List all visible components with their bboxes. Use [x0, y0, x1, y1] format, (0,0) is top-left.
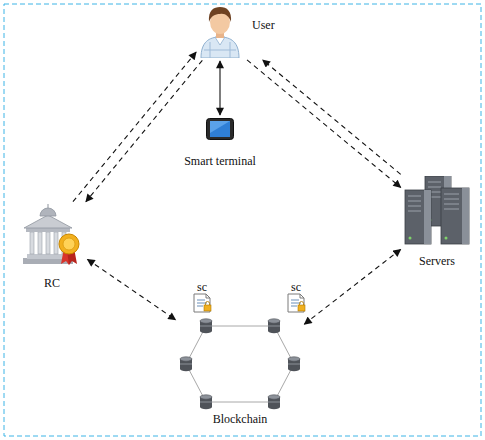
connector-arrow	[247, 60, 401, 187]
node-label: Servers	[419, 254, 455, 268]
contract-label: sc	[291, 280, 301, 294]
contract-document-icon	[288, 294, 305, 312]
frame-border	[4, 4, 481, 436]
blockchain-node: Blockchain	[178, 318, 302, 426]
user-node: User	[198, 4, 275, 58]
authority-node: RC	[19, 204, 85, 290]
node-label: Blockchain	[213, 412, 268, 426]
tablet-icon	[206, 118, 234, 140]
node-label: Smart terminal	[184, 154, 256, 168]
connector-arrow	[304, 249, 400, 324]
connector-arrow	[219, 61, 220, 115]
connector-arrow	[87, 259, 175, 319]
server-node: Servers	[403, 176, 471, 268]
rc-icon	[19, 204, 85, 266]
connector-arrow	[263, 60, 401, 174]
node-label: User	[252, 18, 275, 32]
connector-arrow	[86, 60, 202, 201]
node-label: RC	[44, 276, 60, 290]
connector-arrow	[73, 52, 196, 202]
terminal-node: Smart terminal	[184, 118, 256, 168]
contract-label: sc	[197, 280, 207, 294]
user-icon	[198, 4, 242, 58]
servers-icon	[403, 176, 471, 246]
contract-document-icon	[194, 294, 211, 312]
chain-icon	[178, 318, 302, 410]
